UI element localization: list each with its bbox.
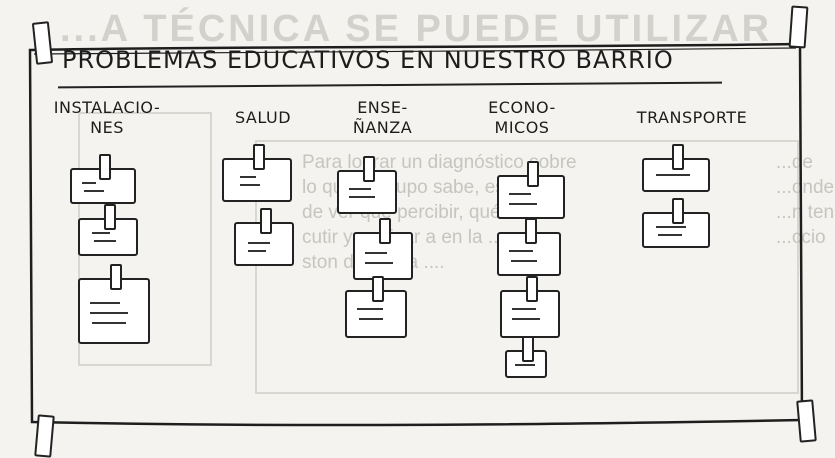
note-card xyxy=(337,156,397,214)
tape-top-left xyxy=(31,21,54,65)
note-card xyxy=(78,204,138,256)
tape-bottom-right xyxy=(796,399,817,443)
background-line: ...n ten xyxy=(776,202,835,223)
background-line: ...onde xyxy=(776,177,835,198)
category-ensenanza: ENSE- ÑANZA xyxy=(352,98,413,137)
category-instalaciones: INSTALACIO- NES xyxy=(53,98,161,137)
background-right-column: ...de ...onde ...n ten ...ccio xyxy=(776,150,834,250)
board-title: PROBLEMAS EDUCATIVOS EN NUESTRO BARRIO xyxy=(62,46,674,74)
note-card xyxy=(353,218,413,280)
category-salud: SALUD xyxy=(234,108,292,127)
note-card xyxy=(234,208,294,266)
note-card xyxy=(497,218,561,276)
note-card xyxy=(642,198,710,248)
background-heading: ...A TÉCNICA SE PUEDE UTILIZAR xyxy=(60,8,773,50)
background-box-middle xyxy=(255,140,799,394)
background-line: ...de xyxy=(776,152,813,173)
note-card xyxy=(345,276,407,338)
note-card xyxy=(500,276,560,338)
note-card xyxy=(497,161,565,219)
tape-top-right xyxy=(788,5,809,49)
note-card xyxy=(70,154,136,204)
note-card xyxy=(78,264,150,344)
note-card xyxy=(222,144,292,202)
category-transporte: TRANSPORTE xyxy=(636,108,748,127)
note-card xyxy=(642,144,710,192)
note-card xyxy=(505,336,547,378)
tape-bottom-left xyxy=(34,414,55,458)
category-economicos: ECONO- MICOS xyxy=(488,98,556,137)
